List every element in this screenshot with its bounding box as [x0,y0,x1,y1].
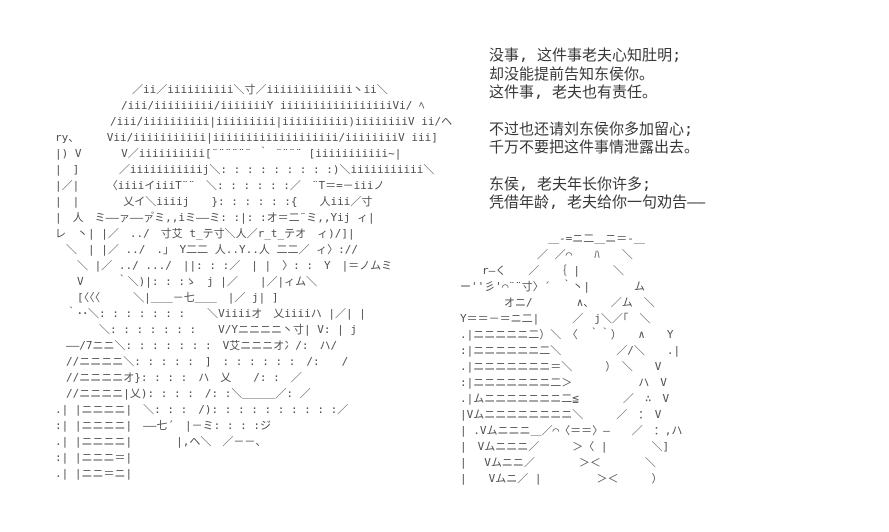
aa-right-figure: ＿-=ニ二＿ニ＝-＿ ／ ／⌒ ﾊ ＼ r―く ／ ｛ | ＼ ー''彡'⌒¨¨… [460,232,683,485]
dialogue-paragraph-1: 没事, 这件事老夫心知肚明; 却没能提前告知东侯你。 这件事, 老夫也有责任。 [489,46,682,101]
dialogue-text: 没事, 这件事老夫心知肚明; 却没能提前告知东侯你。 这件事, 老夫也有责任。 … [489,46,705,230]
dialogue-paragraph-3: 东侯, 老夫年长你许多; 凭借年龄, 老夫给你一句劝告—— [489,174,706,212]
dialogue-paragraph-2: 不过也还请刘东侯你多加留心; 千万不要把这件事情泄露出去。 [489,119,700,157]
aa-left-figure: ／ii／iiiiiiiiii＼寸／iiiiiiiiiiiii丶ii＼ /iii/… [55,83,453,480]
